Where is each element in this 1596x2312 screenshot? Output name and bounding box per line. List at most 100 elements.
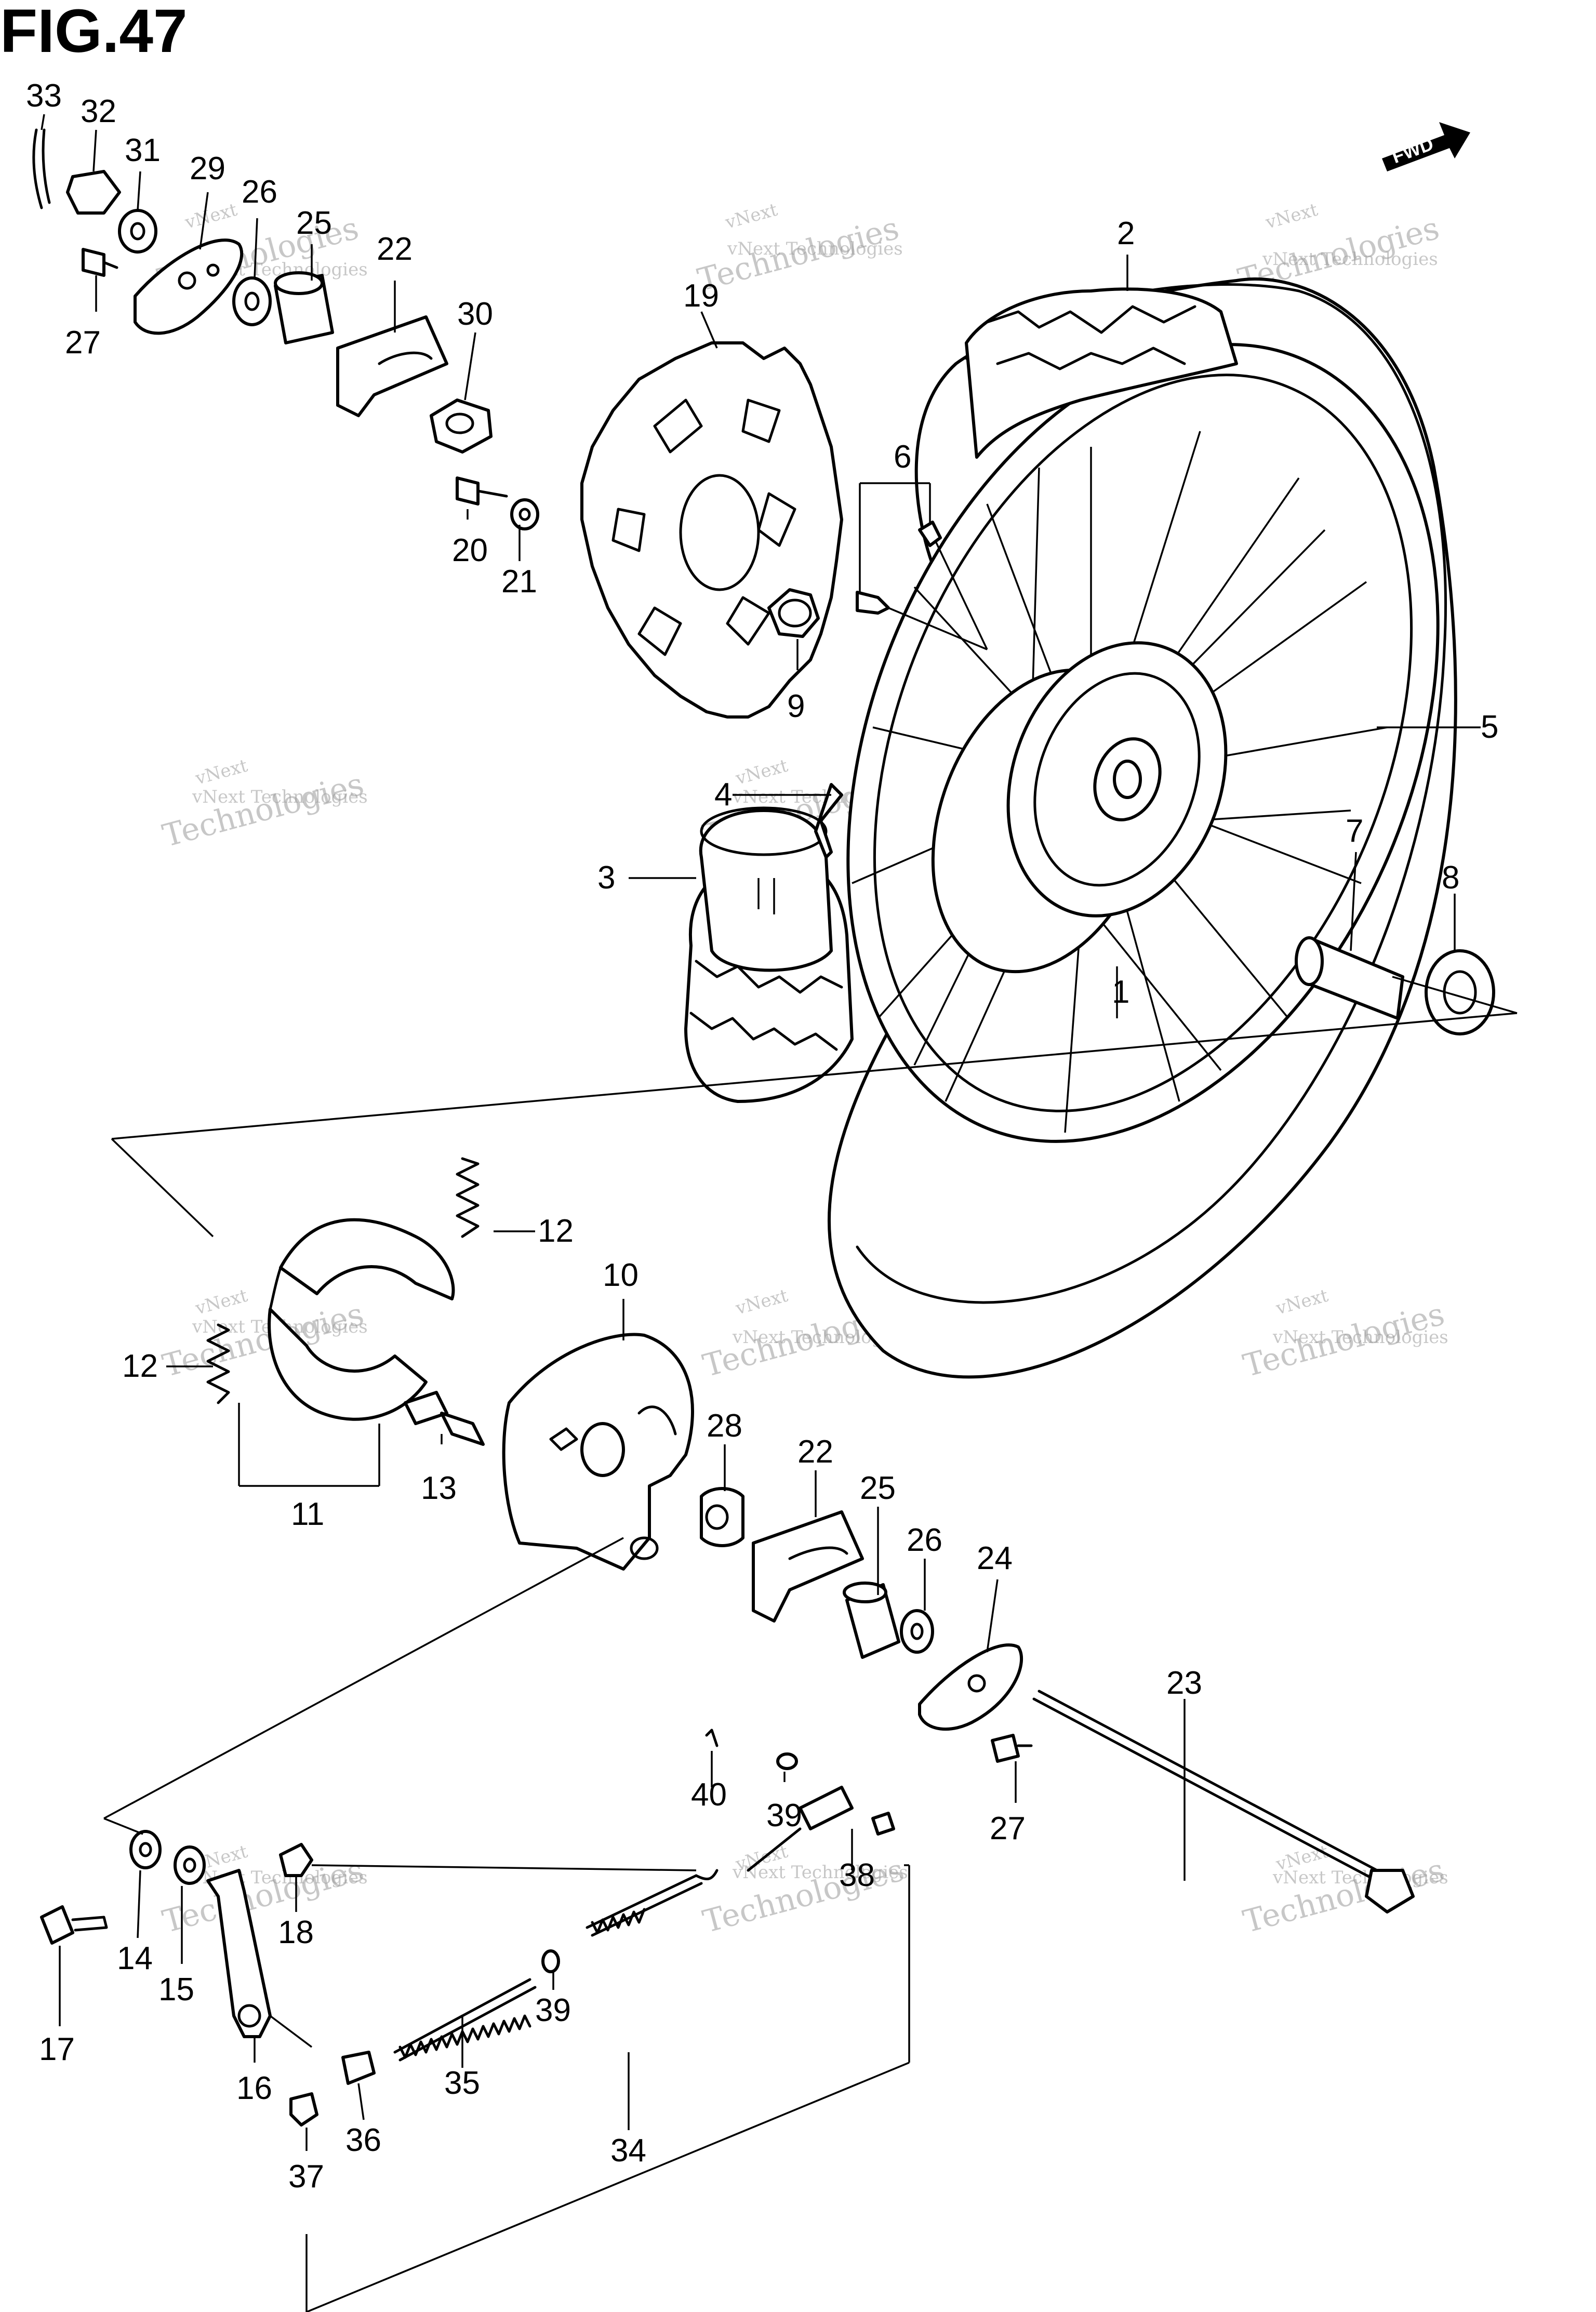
nut-18 xyxy=(279,1843,313,1877)
callout-8: 8 xyxy=(1442,860,1459,896)
callout-40: 40 xyxy=(691,1777,727,1813)
callout-32: 32 xyxy=(81,94,116,129)
watermark: vNext xyxy=(723,200,780,233)
wheel-bearing xyxy=(1425,949,1495,1035)
bush-28 xyxy=(700,1487,744,1547)
chain-guide-22-bottom xyxy=(752,1510,864,1623)
callout-38: 38 xyxy=(839,1857,875,1893)
watermark: vNext Technologies xyxy=(192,787,368,807)
cotter-pin-33 xyxy=(32,128,51,209)
rod-joint-38 xyxy=(747,1786,895,1872)
watermark: vNext xyxy=(193,1285,250,1319)
callout-15: 15 xyxy=(158,1972,194,2008)
bolt-17 xyxy=(40,1905,108,1945)
callout-19: 19 xyxy=(683,278,719,314)
callout-16: 16 xyxy=(236,2070,272,2106)
callout-39-top: 39 xyxy=(766,1798,802,1833)
callout-7: 7 xyxy=(1346,813,1363,849)
watermark: vNext Technologies xyxy=(1262,249,1438,270)
spring-12-top xyxy=(456,1157,480,1238)
rear-sprocket xyxy=(580,341,843,719)
bolt-27-bottom xyxy=(991,1734,1033,1763)
wheel-hub xyxy=(931,641,1228,974)
pin-40 xyxy=(705,1729,719,1747)
callout-11: 11 xyxy=(291,1496,324,1532)
brake-panel-10 xyxy=(502,1333,694,1571)
spacer-25-bottom xyxy=(843,1582,900,1659)
svg-text:vNext: vNext xyxy=(182,200,240,233)
axle-spacer xyxy=(1295,936,1404,1020)
callout-39-bottom: 39 xyxy=(535,1992,571,2028)
callout-18: 18 xyxy=(278,1915,314,1950)
callout-28: 28 xyxy=(707,1408,742,1444)
callout-1: 1 xyxy=(1112,974,1129,1010)
callout-34: 34 xyxy=(610,2133,646,2169)
watermark: vNext Technologies xyxy=(732,1862,908,1883)
axle-nut-32 xyxy=(66,170,121,215)
svg-text:vNext: vNext xyxy=(193,1285,250,1319)
chain-adjuster-29 xyxy=(134,238,244,335)
callout-3: 3 xyxy=(597,860,615,896)
watermark: vNext xyxy=(1273,1285,1331,1319)
callout-13: 13 xyxy=(421,1470,457,1506)
watermark: vNext xyxy=(193,755,250,789)
svg-text:vNext: vNext xyxy=(733,755,790,789)
spring-12-left xyxy=(206,1323,230,1404)
svg-text:Technologies: Technologies xyxy=(1240,1852,1448,1940)
watermark: Technologies xyxy=(1240,1852,1448,1940)
nut-30 xyxy=(430,398,493,454)
brake-shoe-assembly xyxy=(268,1218,455,1421)
watermark: vNext Technologies xyxy=(727,238,903,259)
callout-labels: 33 32 31 29 26 25 22 30 27 20 21 19 9 2 … xyxy=(26,78,1498,2195)
callout-26-bottom: 26 xyxy=(907,1522,942,1558)
callout-33: 33 xyxy=(26,78,62,114)
watermark: vNext Technologies xyxy=(1272,1327,1448,1348)
washer-39-bottom xyxy=(541,1949,560,1973)
washer-26-top xyxy=(232,276,272,326)
bolt-27-top xyxy=(82,248,118,277)
washer-21 xyxy=(510,498,539,530)
callout-12-left: 12 xyxy=(122,1348,158,1384)
callout-35: 35 xyxy=(444,2065,480,2101)
callout-29: 29 xyxy=(190,151,225,187)
assembly-lines xyxy=(111,976,1518,1238)
callout-10: 10 xyxy=(603,1257,639,1293)
washer-14 xyxy=(129,1830,162,1869)
callout-23: 23 xyxy=(1166,1665,1202,1701)
callout-25-bottom: 25 xyxy=(860,1470,896,1506)
callout-4: 4 xyxy=(714,777,732,813)
callout-25-top: 25 xyxy=(296,205,332,241)
callout-21: 21 xyxy=(501,564,537,600)
callout-5: 5 xyxy=(1481,709,1498,745)
watermark: vNext Technologies xyxy=(1272,1867,1448,1888)
watermark: Technologies xyxy=(159,766,368,854)
callout-22-top: 22 xyxy=(377,231,413,267)
figure-title: FIG.47 xyxy=(0,0,188,65)
callout-9: 9 xyxy=(787,688,805,724)
callout-26-top: 26 xyxy=(242,174,277,210)
nut-37 xyxy=(289,2092,318,2127)
washer-31 xyxy=(118,209,157,254)
drum-plate xyxy=(814,783,843,859)
callout-12-top: 12 xyxy=(538,1213,574,1249)
svg-text:vNext: vNext xyxy=(723,200,780,233)
callout-6: 6 xyxy=(894,439,911,475)
washer-39-top xyxy=(776,1752,798,1770)
spring-35 xyxy=(393,1978,537,2062)
callout-2: 2 xyxy=(1117,216,1135,251)
svg-text:vNext: vNext xyxy=(733,1285,790,1319)
leader-lines xyxy=(41,114,1481,2312)
callout-31: 31 xyxy=(125,132,161,168)
brake-cam-13 xyxy=(404,1391,485,1446)
rear-axle-23 xyxy=(1032,1690,1415,1914)
callout-20: 20 xyxy=(452,533,488,568)
callout-17: 17 xyxy=(39,2031,75,2067)
watermark: vNext xyxy=(182,200,240,233)
callout-27-bottom: 27 xyxy=(990,1811,1026,1846)
chain-adjuster-24 xyxy=(918,1643,1023,1731)
joint-36 xyxy=(341,2051,376,2085)
callout-30: 30 xyxy=(457,296,493,332)
callout-27-top: 27 xyxy=(65,325,101,361)
tire-valve xyxy=(856,521,988,650)
